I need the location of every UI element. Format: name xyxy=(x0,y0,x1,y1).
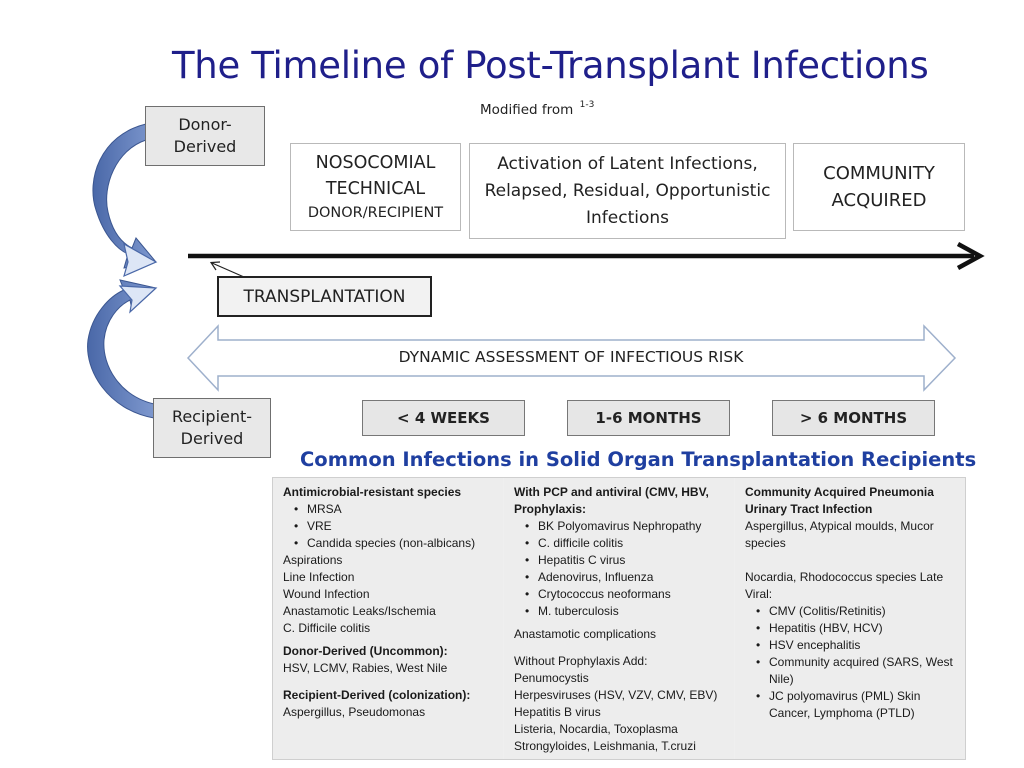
infections-table: Antimicrobial-resistant species MRSA VRE… xyxy=(272,477,966,760)
acquired-label: ACQUIRED xyxy=(831,190,927,211)
transplant-pointer-arrow xyxy=(209,261,245,278)
dynamic-assessment-label: DYNAMIC ASSESSMENT OF INFECTIOUS RISK xyxy=(398,348,744,366)
list-item: Crytococcus neoformans xyxy=(525,586,724,603)
list-item: Aspirations xyxy=(283,553,343,567)
recipient-derived-text: Aspergillus, Pseudomonas xyxy=(283,705,426,719)
donor-recipient-label: DONOR/RECIPIENT xyxy=(307,205,444,221)
list-item: Listeria, Nocardia, Toxoplasma xyxy=(514,722,678,736)
col2-heading-line2: Prophylaxis: xyxy=(514,502,587,516)
page-title: The Timeline of Post-Transplant Infectio… xyxy=(172,44,929,87)
list-item: MRSA xyxy=(294,501,493,518)
list-item: Hepatitis C virus xyxy=(525,552,724,569)
list-item: Adenovirus, Influenza xyxy=(525,569,724,586)
community-label: COMMUNITY xyxy=(823,163,935,184)
list-item: Candida species (non-albicans) xyxy=(294,535,493,552)
timeline-arrow xyxy=(188,242,985,270)
donor-derived-box: Donor- Derived xyxy=(145,106,265,166)
phase-community-box: COMMUNITY ACQUIRED xyxy=(793,143,965,231)
nosocomial-label: NOSOCOMIAL xyxy=(315,153,436,173)
col2-heading-line1: With PCP and antiviral (CMV, HBV, xyxy=(514,485,709,499)
table-column-late: Community Acquired Pneumonia Urinary Tra… xyxy=(735,478,965,759)
list-item: VRE xyxy=(294,518,493,535)
section-title: Common Infections in Solid Organ Transpl… xyxy=(300,448,977,471)
col1-heading: Antimicrobial-resistant species xyxy=(283,485,462,499)
list-item: Hepatitis (HBV, HCV) xyxy=(756,620,955,637)
phase-activation-box: Activation of Latent Infections, Relapse… xyxy=(469,143,786,239)
list-item: Hepatitis B virus xyxy=(514,705,601,719)
recipient-derived-box: Recipient- Derived xyxy=(153,398,271,458)
list-item: Strongyloides, Leishmania, T.cruzi xyxy=(514,739,696,753)
reference-superscript: 1-3 xyxy=(579,100,595,110)
col3-heading-line2: Urinary Tract Infection xyxy=(745,502,873,516)
col1-bullet-list: MRSA VRE Candida species (non-albicans) xyxy=(283,501,493,552)
period-under-4-weeks: < 4 WEEKS xyxy=(362,400,525,436)
list-item: C. Difficile colitis xyxy=(283,621,371,635)
list-item: Aspergillus, Atypical moulds, Mucor xyxy=(745,519,934,533)
recipient-derived-heading: Recipient-Derived (colonization): xyxy=(283,688,471,702)
list-item: M. tuberculosis xyxy=(525,603,724,620)
list-item: Line Infection xyxy=(283,570,355,584)
list-item: Wound Infection xyxy=(283,587,370,601)
donor-derived-text: HSV, LCMV, Rabies, West Nile xyxy=(283,661,448,675)
list-item: BK Polyomavirus Nephropathy xyxy=(525,518,724,535)
recipient-curved-arrow xyxy=(87,279,158,419)
modified-text: Modified from xyxy=(480,102,574,118)
activation-label: Activation of Latent Infections, Relapse… xyxy=(484,153,771,228)
table-column-early: Antimicrobial-resistant species MRSA VRE… xyxy=(273,478,503,759)
table-column-middle: With PCP and antiviral (CMV, HBV, Prophy… xyxy=(504,478,734,759)
col3-heading-line1: Community Acquired Pneumonia xyxy=(745,485,934,499)
period-over-6-months: > 6 MONTHS xyxy=(772,400,935,436)
donor-curved-arrow xyxy=(92,123,158,278)
technical-label: TECHNICAL xyxy=(325,179,426,199)
transplantation-box: TRANSPLANTATION xyxy=(217,276,432,317)
donor-derived-heading: Donor-Derived (Uncommon): xyxy=(283,644,448,658)
list-item: JC polyomavirus (PML) Skin Cancer, Lymph… xyxy=(756,688,955,722)
anastamotic-text: Anastamotic complications xyxy=(514,627,657,641)
phase-nosocomial-box: NOSOCOMIAL TECHNICAL DONOR/RECIPIENT xyxy=(290,143,461,231)
list-item: species xyxy=(745,536,786,550)
list-item: Without Prophylaxis Add: xyxy=(514,654,648,668)
list-item: Penumocystis xyxy=(514,671,589,685)
list-item: HSV encephalitis xyxy=(756,637,955,654)
list-item: C. difficile colitis xyxy=(525,535,724,552)
modified-note: Modified from 1-3 xyxy=(480,100,594,118)
list-item: Community acquired (SARS, West Nile) xyxy=(756,654,955,688)
list-item: CMV (Colitis/Retinitis) xyxy=(756,603,955,620)
period-1-6-months: 1-6 MONTHS xyxy=(567,400,730,436)
list-item: Nocardia, Rhodococcus species Late xyxy=(745,570,944,584)
list-item: Herpesviruses (HSV, VZV, CMV, EBV) xyxy=(514,688,718,702)
dynamic-assessment-arrow xyxy=(186,324,957,392)
col3-bullet-list: CMV (Colitis/Retinitis) Hepatitis (HBV, … xyxy=(745,603,955,722)
list-item: Anastamotic Leaks/Ischemia xyxy=(283,604,436,618)
col2-bullet-list: BK Polyomavirus Nephropathy C. difficile… xyxy=(514,518,724,620)
list-item: Viral: xyxy=(745,587,773,601)
